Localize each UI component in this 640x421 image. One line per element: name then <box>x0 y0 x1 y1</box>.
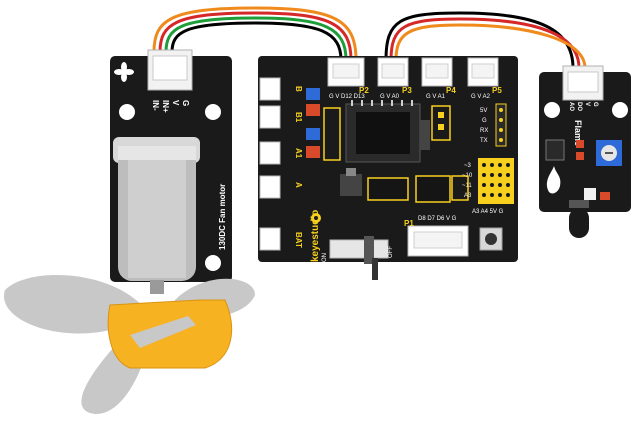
flame-sensor-module: AO DO V G Flame <box>539 65 631 238</box>
p4-label: P4 <box>446 86 456 95</box>
wire-red <box>158 11 353 61</box>
capacitors <box>306 88 341 161</box>
flame-pin-label: DO <box>576 102 582 111</box>
mounting-hole <box>205 104 221 120</box>
flame-module-title: Flame <box>573 120 583 146</box>
chip <box>367 177 409 201</box>
motor-label-b: B <box>294 86 303 92</box>
gear-icon <box>311 213 321 223</box>
header-p4 <box>421 57 453 87</box>
pin-tx: TX <box>480 138 488 144</box>
chip <box>415 175 451 203</box>
serial-header <box>495 103 507 147</box>
flame-pin-label: G <box>592 102 598 107</box>
flame-sensor-led <box>569 200 589 238</box>
p1-label: P1 <box>404 219 414 228</box>
pin-5v: 5V <box>480 108 487 114</box>
power-switch <box>329 236 389 280</box>
p2-label: P2 <box>359 86 369 95</box>
brand-logo: keyestudio <box>310 210 321 262</box>
switch-off-label: OFF <box>388 246 394 258</box>
flame-icon <box>546 166 561 194</box>
fan-module: IN- IN+ V G 130DC Fan motor <box>110 49 232 294</box>
chip <box>545 139 565 161</box>
header-p3 <box>377 57 409 87</box>
fan-blades <box>3 275 255 415</box>
wire-orange-2 <box>394 23 587 69</box>
fan-pin-label: G <box>181 100 190 106</box>
flame-to-shield-wires <box>384 11 587 69</box>
grid-label: A3 A4 5V G <box>472 209 504 215</box>
mounting-hole <box>205 255 221 271</box>
flame-pin-label: V <box>584 102 590 106</box>
p1-pins-label: D8 D7 D6 V G <box>418 216 457 222</box>
header-p2 <box>327 57 365 87</box>
p2-pins-label: G V D12 D13 <box>329 94 365 100</box>
switch-on-label: ON <box>322 253 328 262</box>
motor-label-b1: B1 <box>294 112 303 123</box>
fan-pin-labels: IN- IN+ V G <box>151 100 190 113</box>
driver-ic <box>345 100 430 163</box>
fan-pin-label: IN- <box>151 100 160 111</box>
motor-driver-shield: G V D12 D13 G V A0 G V A1 G V A2 P2 P3 P… <box>258 56 518 280</box>
p4-pins-label: G V A1 <box>426 94 446 100</box>
mounting-hole <box>119 104 135 120</box>
reset-button <box>479 227 503 251</box>
wire-green <box>164 16 348 61</box>
motor-label-a1: A1 <box>294 148 303 159</box>
grid-label: ~3 <box>464 163 472 169</box>
grid-label: ~11 <box>462 183 472 189</box>
fan-module-title: 130DC Fan motor <box>218 184 227 250</box>
pin-grid <box>478 158 514 204</box>
header-p1 <box>407 225 469 257</box>
fan-icon <box>114 62 134 82</box>
mounting-hole <box>612 102 628 118</box>
wire-black <box>170 21 343 61</box>
p5-pins-label: G V A2 <box>471 94 491 100</box>
header-p5 <box>467 57 499 87</box>
p3-label: P3 <box>402 86 412 95</box>
p5-label: P5 <box>492 86 502 95</box>
flame-pin-label: AO <box>568 102 574 111</box>
motor-label-bat: BAT <box>294 232 303 248</box>
motor-label-a: A <box>294 182 303 188</box>
flame-module-board <box>539 72 631 212</box>
wire-orange <box>152 6 358 61</box>
dc-motor <box>113 137 200 294</box>
mounting-hole <box>544 102 560 118</box>
regulator-chip <box>340 174 362 196</box>
potentiometer <box>596 140 622 166</box>
fan-to-shield-wires <box>152 6 358 61</box>
pin-g: G <box>482 118 487 124</box>
motor-terminals <box>259 77 281 251</box>
fan-pin-label: IN+ <box>161 100 170 113</box>
pin-rx: RX <box>480 128 488 134</box>
fan-pin-label: V <box>171 100 180 106</box>
p3-pins-label: G V A0 <box>380 94 400 100</box>
